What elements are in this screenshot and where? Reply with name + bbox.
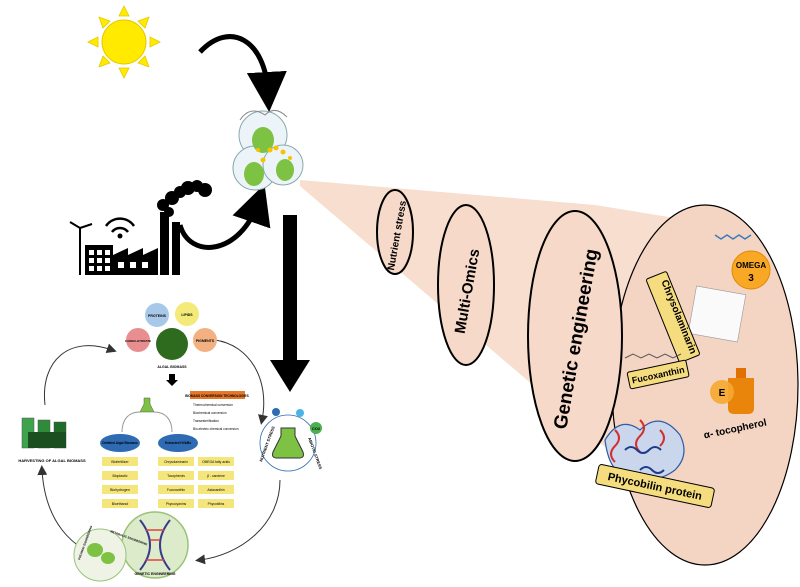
genetic-engineering-ellipse — [527, 210, 623, 462]
cycle-arrow-top-right — [214, 339, 268, 425]
harvesting-label: HARVESTING OF ALGAL BIOMASS — [18, 458, 86, 463]
svg-text:3: 3 — [748, 273, 754, 284]
vitamin-e-bottle-icon: E — [710, 368, 754, 414]
biomass-composition: PROTEINS LIPIDS CARBO-HYDRATE PIGMENTS A… — [125, 302, 217, 369]
co2-to-cells-arrow — [177, 184, 271, 250]
svg-text:Bio-electric chemical conversi: Bio-electric chemical conversion — [193, 427, 239, 431]
svg-text:BIOMASS CONVERSION TECHNOLOGIE: BIOMASS CONVERSION TECHNOLOGIES — [185, 394, 249, 398]
svg-text:OMEGA fatty acids: OMEGA fatty acids — [202, 460, 230, 464]
cycle-arrow-top-left — [43, 343, 117, 406]
svg-text:Transesterification: Transesterification — [193, 419, 219, 423]
down-arrow-head — [270, 360, 310, 392]
cycle-arrow-bottom-right — [195, 479, 281, 565]
omega-molecule-icon — [714, 234, 752, 240]
svg-text:Biohydrogen: Biohydrogen — [110, 488, 130, 492]
omega-3-badge: OMEGA 3 — [731, 250, 771, 290]
defatted-node — [100, 434, 140, 452]
defatted-products-list: Biofertilizer Bioplastic Biohydrogen Bio… — [102, 457, 138, 508]
fucoxanthin-label-box: Fucoxanthin — [626, 359, 690, 390]
sun-icon — [87, 5, 161, 79]
svg-text:Tocopherols: Tocopherols — [167, 474, 185, 478]
stress-flask-icon: CO2 NUTRIENT STRESS ABIOTIC STRESS — [258, 408, 323, 472]
svg-text:ALGAL BIOMASS: ALGAL BIOMASS — [157, 365, 187, 369]
svg-text:E: E — [719, 388, 726, 399]
svg-text:CARBO-HYDRATE: CARBO-HYDRATE — [125, 339, 151, 343]
svg-text:Biofertilizer: Biofertilizer — [111, 460, 129, 464]
svg-text:Thermochemical conversion: Thermochemical conversion — [193, 403, 233, 407]
svg-text:Chrysolaminarin: Chrysolaminarin — [164, 460, 188, 464]
conversion-technologies-panel: BIOMASS CONVERSION TECHNOLOGIES Thermoch… — [185, 391, 249, 431]
nutrient-stress-ellipse — [376, 189, 414, 275]
svg-text:PROTEINS: PROTEINS — [148, 314, 167, 318]
svg-text:Extracted HVABs: Extracted HVABs — [165, 441, 191, 445]
svg-text:Astaxanthin: Astaxanthin — [207, 488, 224, 492]
microalgae-cells-icon — [232, 110, 304, 191]
svg-text:Defatted Algal Biomass: Defatted Algal Biomass — [102, 441, 138, 445]
harvesting-tanks-icon — [21, 417, 67, 449]
genetic-engineering-icon: GENETIC ENGINEERING PATHWAY ENGINEERING … — [73, 511, 189, 582]
svg-text:Phycobilins: Phycobilins — [208, 502, 225, 506]
flask-split — [121, 397, 173, 433]
svg-text:Fucoxanthin: Fucoxanthin — [167, 488, 185, 492]
svg-text:Bioethanol: Bioethanol — [112, 502, 129, 506]
extracted-node — [158, 434, 198, 452]
svg-text:Bioplastic: Bioplastic — [113, 474, 128, 478]
sun-to-cells-arrow — [198, 34, 287, 112]
svg-text:PIGMENTS: PIGMENTS — [196, 339, 215, 343]
chrysolaminarin-structure — [687, 285, 747, 343]
multi-omics-ellipse — [437, 204, 495, 366]
fucoxanthin-molecule — [624, 353, 682, 359]
svg-text:LIPIDS: LIPIDS — [181, 313, 193, 317]
svg-text:GENETIC ENGINEERING: GENETIC ENGINEERING — [134, 572, 175, 576]
svg-text:CO2: CO2 — [312, 426, 321, 431]
hvab-products-grid: Chrysolaminarin OMEGA fatty acids Tocoph… — [158, 457, 234, 508]
svg-text:β - carotene: β - carotene — [207, 474, 225, 478]
svg-text:Biochemical conversion: Biochemical conversion — [193, 411, 227, 415]
svg-text:ABIOTIC STRESS: ABIOTIC STRESS — [307, 437, 323, 471]
phycobilin-protein-structure — [604, 419, 685, 480]
factory-icon — [69, 180, 212, 275]
svg-text:Phycocyanins: Phycocyanins — [166, 502, 187, 506]
biomass-down-arrow — [166, 374, 178, 386]
svg-text:OMEGA: OMEGA — [736, 261, 766, 270]
